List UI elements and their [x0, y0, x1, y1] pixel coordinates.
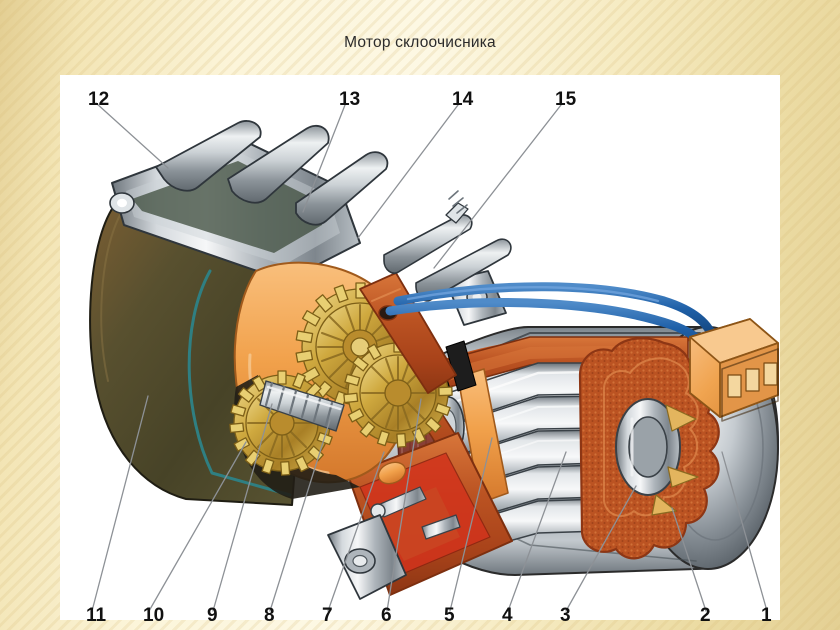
- callout-number-14: 14: [452, 89, 474, 110]
- callout-number-7: 7: [322, 605, 333, 626]
- callout-number-12: 12: [88, 89, 110, 110]
- callout-number-8: 8: [264, 605, 275, 626]
- callout-number-9: 9: [207, 605, 218, 626]
- wiper-motor-cutaway-illustration: [89, 102, 779, 612]
- figure-panel: [60, 75, 780, 620]
- callout-number-2: 2: [700, 605, 711, 626]
- callout-number-3: 3: [560, 605, 571, 626]
- callout-number-4: 4: [502, 605, 513, 626]
- slide-title: Мотор склоочисника: [344, 34, 496, 51]
- callout-number-13: 13: [339, 89, 361, 110]
- callout-number-10: 10: [143, 605, 165, 626]
- callout-number-1: 1: [761, 605, 772, 626]
- callout-number-11: 11: [86, 605, 107, 626]
- callout-number-5: 5: [444, 605, 455, 626]
- callout-number-6: 6: [381, 605, 392, 626]
- callout-number-15: 15: [555, 89, 577, 110]
